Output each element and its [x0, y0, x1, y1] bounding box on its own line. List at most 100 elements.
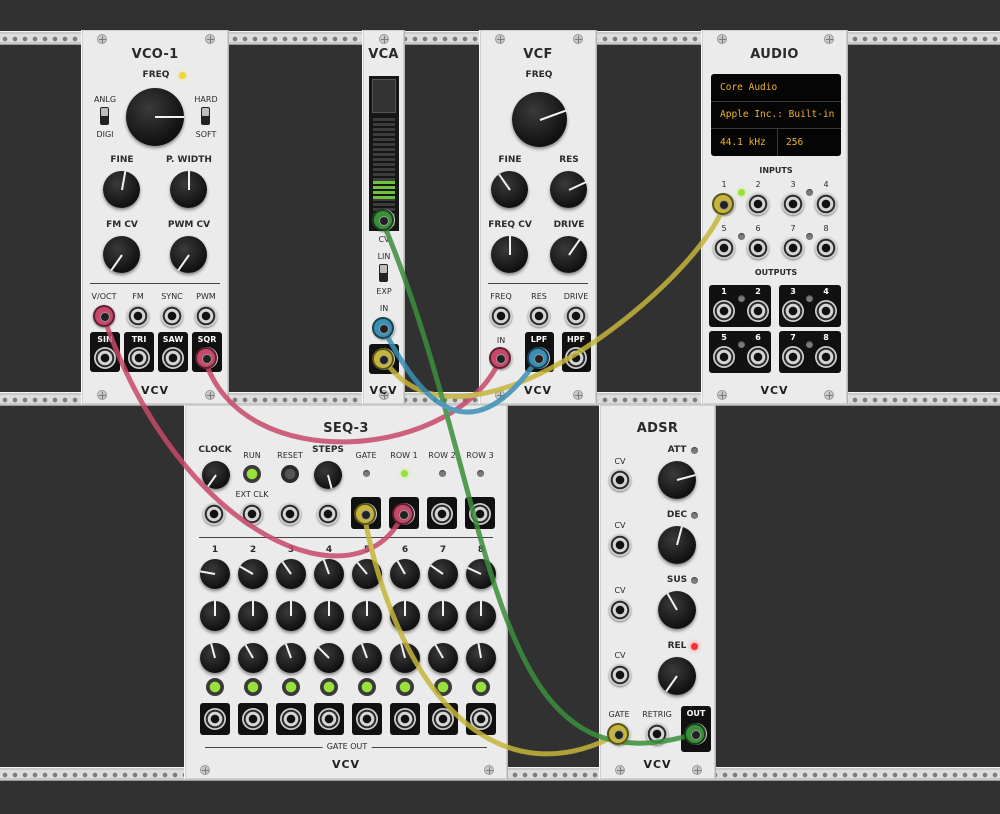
step-1-row1-knob[interactable]: [200, 559, 230, 589]
audio-in2-jack[interactable]: [747, 193, 769, 215]
drive-knob[interactable]: [550, 236, 587, 273]
pwidth-knob[interactable]: [170, 171, 207, 208]
level-slider[interactable]: [372, 79, 396, 113]
cable-plug[interactable]: [93, 305, 115, 327]
freq-knob[interactable]: [512, 92, 567, 147]
att-knob[interactable]: [658, 461, 696, 499]
block-size-select[interactable]: 256: [786, 137, 804, 148]
freq-cv-jack[interactable]: [490, 305, 512, 327]
run-button[interactable]: [243, 465, 261, 483]
step-6-row1-knob[interactable]: [390, 559, 420, 589]
step-1-row2-knob[interactable]: [200, 601, 230, 631]
dec-cv-jack[interactable]: [609, 534, 631, 556]
step-5-gate-button[interactable]: [358, 678, 376, 696]
reset-button[interactable]: [281, 465, 299, 483]
step-7-row1-knob[interactable]: [428, 559, 458, 589]
extclk-input-jack[interactable]: [241, 503, 263, 525]
cable-plug[interactable]: [372, 348, 394, 370]
audio-in4-jack[interactable]: [815, 193, 837, 215]
step-4-row3-knob[interactable]: [314, 643, 344, 673]
step-7-row2-knob[interactable]: [428, 601, 458, 631]
audio-out1-jack[interactable]: [713, 300, 735, 322]
audio-device-select[interactable]: Apple Inc.: Built-in: [720, 109, 835, 120]
sus-cv-jack[interactable]: [609, 599, 631, 621]
cable-plug[interactable]: [712, 193, 734, 215]
row2-output-jack[interactable]: [431, 503, 453, 525]
res-cv-jack[interactable]: [528, 305, 550, 327]
cable-plug[interactable]: [684, 723, 706, 745]
step-6-gate-output-jack[interactable]: [394, 708, 416, 730]
step-4-gate-button[interactable]: [320, 678, 338, 696]
audio-out2-jack[interactable]: [747, 300, 769, 322]
step-4-row1-knob[interactable]: [314, 559, 344, 589]
cable-plug[interactable]: [607, 723, 629, 745]
audio-out8-jack[interactable]: [815, 346, 837, 368]
freqcv-knob[interactable]: [491, 236, 528, 273]
step-6-row2-knob[interactable]: [390, 601, 420, 631]
steps-knob[interactable]: [314, 461, 342, 489]
step-7-gate-output-jack[interactable]: [432, 708, 454, 730]
step-8-gate-button[interactable]: [472, 678, 490, 696]
step-3-gate-button[interactable]: [282, 678, 300, 696]
step-8-gate-output-jack[interactable]: [470, 708, 492, 730]
cable-plug[interactable]: [372, 317, 394, 339]
pwmcv-knob[interactable]: [170, 236, 207, 273]
audio-out4-jack[interactable]: [815, 300, 837, 322]
step-5-row1-knob[interactable]: [352, 559, 382, 589]
step-5-row2-knob[interactable]: [352, 601, 382, 631]
step-2-gate-output-jack[interactable]: [242, 708, 264, 730]
audio-in8-jack[interactable]: [815, 237, 837, 259]
step-8-row2-knob[interactable]: [466, 601, 496, 631]
clock-knob[interactable]: [202, 461, 230, 489]
audio-out6-jack[interactable]: [747, 346, 769, 368]
step-6-row3-knob[interactable]: [390, 643, 420, 673]
audio-in5-jack[interactable]: [713, 237, 735, 259]
step-5-row3-knob[interactable]: [352, 643, 382, 673]
freq-knob[interactable]: [126, 88, 184, 146]
audio-out5-jack[interactable]: [713, 346, 735, 368]
sample-rate-select[interactable]: 44.1 kHz: [720, 137, 766, 148]
att-cv-jack[interactable]: [609, 469, 631, 491]
row3-output-jack[interactable]: [469, 503, 491, 525]
audio-in7-jack[interactable]: [782, 237, 804, 259]
fine-knob[interactable]: [491, 171, 528, 208]
step-2-row2-knob[interactable]: [238, 601, 268, 631]
cable-plug[interactable]: [392, 503, 414, 525]
step-1-gate-output-jack[interactable]: [204, 708, 226, 730]
audio-driver-select[interactable]: Core Audio: [720, 82, 778, 93]
step-2-row1-knob[interactable]: [238, 559, 268, 589]
fmcv-knob[interactable]: [103, 236, 140, 273]
hpf-output-jack[interactable]: [565, 347, 587, 369]
step-3-row3-knob[interactable]: [276, 643, 306, 673]
saw-output-jack[interactable]: [162, 347, 184, 369]
res-knob[interactable]: [550, 171, 587, 208]
step-4-row2-knob[interactable]: [314, 601, 344, 631]
anlg-digi-switch[interactable]: [100, 107, 109, 125]
step-1-gate-button[interactable]: [206, 678, 224, 696]
step-1-row3-knob[interactable]: [200, 643, 230, 673]
sus-knob[interactable]: [658, 591, 696, 629]
sin-output-jack[interactable]: [94, 347, 116, 369]
step-7-row3-knob[interactable]: [428, 643, 458, 673]
sync-input-jack[interactable]: [161, 305, 183, 327]
hard-soft-switch[interactable]: [201, 107, 210, 125]
clock-input-jack[interactable]: [203, 503, 225, 525]
cable-plug[interactable]: [354, 503, 376, 525]
drive-cv-jack[interactable]: [565, 305, 587, 327]
retrig-input-jack[interactable]: [646, 723, 668, 745]
step-7-gate-button[interactable]: [434, 678, 452, 696]
audio-in6-jack[interactable]: [747, 237, 769, 259]
steps-input-jack[interactable]: [317, 503, 339, 525]
step-3-row1-knob[interactable]: [276, 559, 306, 589]
step-8-row3-knob[interactable]: [466, 643, 496, 673]
rel-cv-jack[interactable]: [609, 664, 631, 686]
step-5-gate-output-jack[interactable]: [356, 708, 378, 730]
lin-exp-switch[interactable]: [379, 264, 388, 282]
reset-input-jack[interactable]: [279, 503, 301, 525]
audio-out3-jack[interactable]: [782, 300, 804, 322]
cable-plug[interactable]: [489, 347, 511, 369]
step-4-gate-output-jack[interactable]: [318, 708, 340, 730]
step-6-gate-button[interactable]: [396, 678, 414, 696]
cable-plug[interactable]: [527, 347, 549, 369]
pwm-input-jack[interactable]: [195, 305, 217, 327]
